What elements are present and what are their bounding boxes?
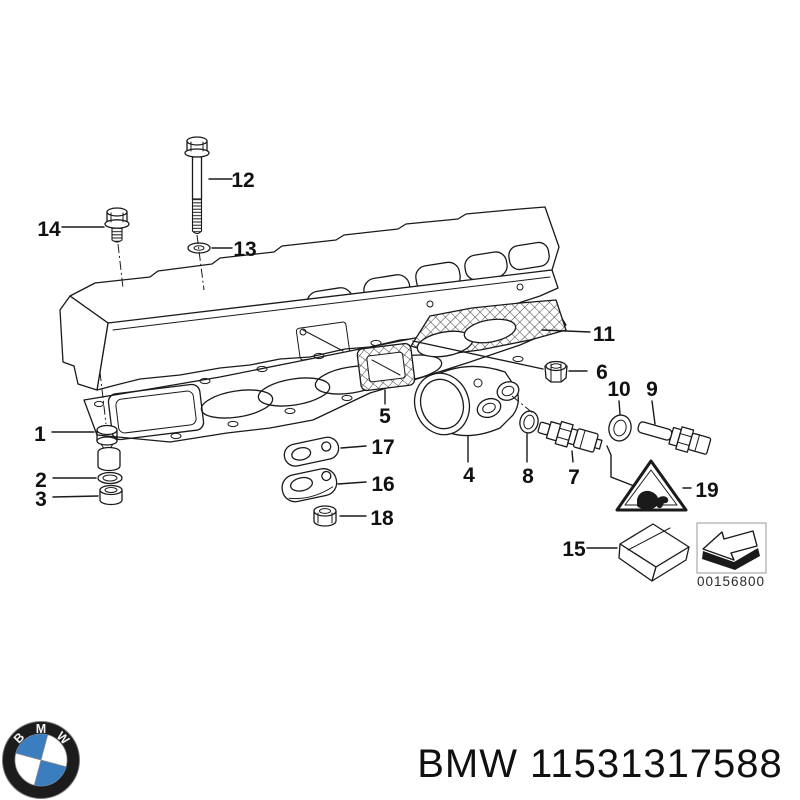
callout-9: 9 [646, 378, 658, 401]
part-18-nut [313, 505, 337, 527]
part-11-gasket [410, 299, 567, 358]
head-left-face [59, 295, 109, 391]
elephant-icon [637, 490, 669, 510]
part-4-bore-inner [419, 378, 465, 430]
callout-8: 8 [522, 465, 534, 488]
stamp-box: 00156800 [696, 522, 767, 589]
callout-4: 4 [463, 464, 475, 487]
exchange-arrow-icon [702, 530, 760, 570]
head-rail-line [112, 276, 551, 331]
callout-16: 16 [371, 473, 394, 496]
callout-15: 15 [562, 538, 586, 561]
bmw-logo: B M W [2, 721, 80, 799]
part-19-warning-triangle [615, 459, 688, 512]
part-17-flange-gasket [283, 436, 340, 467]
callout-7: 7 [568, 466, 580, 489]
part-10-oring [608, 414, 632, 442]
cylinder-head [59, 206, 560, 391]
part-2-ring [97, 471, 123, 485]
callout-11: 11 [593, 323, 616, 346]
head-bolt-hole [516, 283, 524, 291]
callout-6: 6 [596, 361, 608, 384]
callout-12: 12 [231, 169, 254, 192]
part-16-flange [281, 468, 338, 503]
part-4-boss [496, 381, 520, 401]
callout-17: 17 [371, 436, 394, 459]
part-4-bore-outer [413, 372, 471, 436]
callout-2: 2 [35, 469, 47, 492]
gasket-chain-opening-inner [115, 390, 197, 434]
part-12-bolt [184, 136, 210, 235]
part-1-valve [96, 424, 121, 472]
callout-10: 10 [607, 378, 630, 401]
callout-14: 14 [37, 218, 61, 241]
part-9-sensor [637, 421, 712, 455]
part-number-caption: BMW 11531317588 [417, 742, 783, 786]
head-front-face [96, 269, 559, 391]
callout-1: 1 [34, 423, 46, 446]
callout-18: 18 [370, 507, 394, 530]
part-3-cap [99, 484, 123, 506]
callout-19: 19 [695, 479, 718, 502]
bmw-logo-quadrants [15, 734, 67, 786]
part-4-boss [476, 397, 502, 419]
part-7-sensor [537, 420, 603, 453]
part-11-opening [463, 318, 517, 344]
part-5-gasket [356, 342, 416, 392]
footer: B M W BMW 11531317588 [2, 721, 783, 799]
part-14-bolt [104, 207, 130, 243]
part-15-box [618, 523, 690, 582]
callout-5: 5 [379, 405, 391, 428]
callouts: 1 2 3 4 5 6 7 8 9 10 11 12 13 14 15 16 1… [34, 169, 719, 561]
leader-lines [51, 178, 692, 549]
stamp-code: 00156800 [697, 574, 765, 589]
part-6-nut [544, 360, 568, 383]
part-4-housing [413, 365, 520, 437]
part-8-ring [519, 410, 539, 434]
callout-3: 3 [35, 488, 47, 511]
centerlines [99, 234, 535, 425]
callout-13: 13 [233, 238, 256, 261]
bmw-logo-letter-m: M [36, 722, 46, 736]
head-bolt-hole [426, 300, 434, 308]
